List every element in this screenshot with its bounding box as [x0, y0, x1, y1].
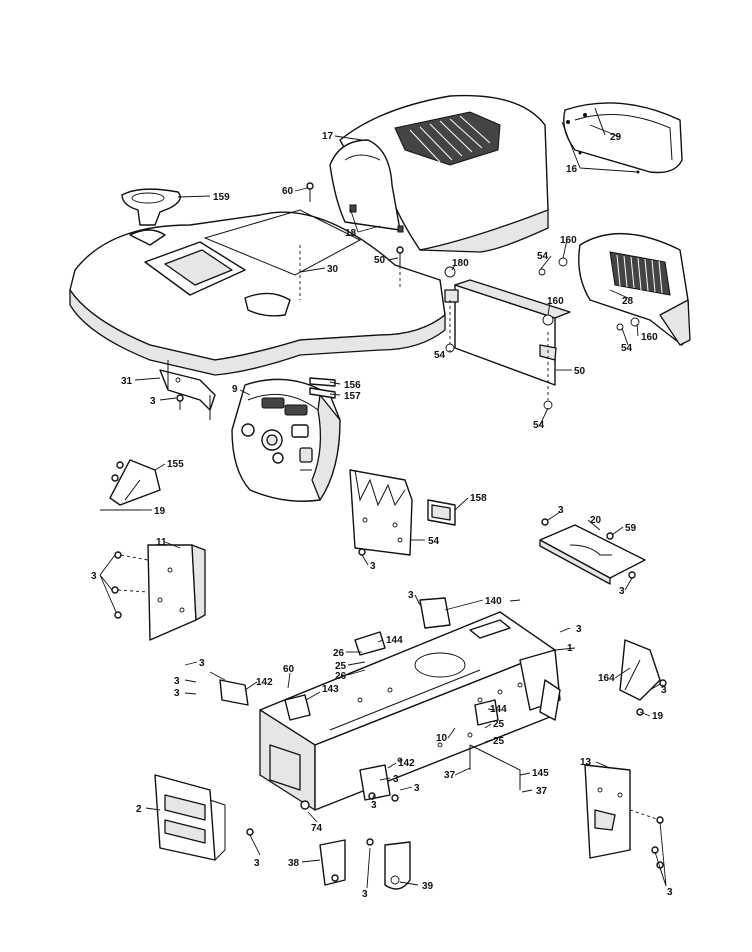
bracket-right: [619, 639, 667, 716]
side-hardware: [444, 257, 640, 410]
callout-3j: 3: [661, 685, 667, 696]
callout-54d: 54: [533, 420, 545, 431]
callout-60: 60: [282, 186, 294, 197]
callout-155: 155: [167, 459, 184, 470]
callout-26b: 26: [335, 671, 347, 682]
callout-156: 156: [344, 380, 361, 391]
callout-59: 59: [625, 523, 637, 534]
callout-3e: 3: [91, 571, 97, 582]
callout-25a: 25: [335, 661, 347, 672]
hood-vent-slots: [394, 111, 501, 166]
callout-3m: 3: [371, 800, 377, 811]
cup-holder: [121, 188, 181, 226]
callout-3l: 3: [393, 774, 399, 785]
callout-16: 16: [566, 164, 578, 175]
switch: [427, 499, 456, 526]
callout-25c: 25: [493, 736, 505, 747]
callout-50b: 50: [574, 366, 586, 377]
leader-lines: [99, 121, 667, 889]
bracket-39: [366, 838, 411, 890]
dash-panel: [231, 377, 341, 502]
callout-3f: 3: [408, 590, 414, 601]
callout-3n: 3: [414, 783, 420, 794]
hood-screws: [306, 182, 404, 266]
callout-160b: 160: [547, 296, 564, 307]
hood: [329, 94, 549, 253]
callout-140: 140: [485, 596, 502, 607]
callout-145: 145: [532, 768, 549, 779]
callout-50: 50: [374, 255, 386, 266]
callout-3h: 3: [199, 658, 205, 669]
callout-29: 29: [610, 132, 622, 143]
frame-brackets: [219, 631, 499, 801]
callout-3a: 3: [150, 396, 156, 407]
callout-180: 180: [452, 258, 469, 269]
callout-37a: 37: [444, 770, 456, 781]
grille-top: [563, 102, 683, 174]
callout-3g: 3: [576, 624, 582, 635]
callout-3i: 3: [174, 676, 180, 687]
rod: [469, 744, 521, 790]
callout-3d: 3: [619, 586, 625, 597]
callout-11: 11: [156, 537, 167, 548]
callout-160: 160: [560, 235, 577, 246]
side-panel: [444, 279, 571, 400]
callout-3b: 3: [370, 561, 376, 572]
callout-143: 143: [322, 684, 339, 695]
callout-3c: 3: [558, 505, 564, 516]
callout-158: 158: [470, 493, 487, 504]
callout-19a: 19: [154, 506, 166, 517]
callout-2: 2: [136, 804, 142, 815]
callout-28: 28: [622, 296, 634, 307]
console-bracket: [349, 469, 413, 556]
callout-74: 74: [311, 823, 323, 834]
callout-20: 20: [590, 515, 602, 526]
callout-31: 31: [121, 376, 133, 387]
callout-159: 159: [213, 192, 230, 203]
fender-bracket: [159, 360, 216, 420]
callout-142b: 142: [398, 758, 415, 769]
callout-37b: 37: [536, 786, 548, 797]
front-bolts: [300, 792, 399, 810]
callout-54c: 54: [434, 350, 446, 361]
callout-157: 157: [344, 391, 361, 402]
callout-30: 30: [327, 264, 339, 275]
fender: [69, 209, 446, 376]
plate: [539, 518, 646, 585]
callout-60b: 60: [283, 664, 295, 675]
callout-labels: 17 29 16 159 60 18 30 50 54 160 180 28 1…: [91, 131, 673, 900]
bracket-38: [319, 839, 346, 886]
callout-25b: 25: [493, 719, 505, 730]
callout-9: 9: [232, 384, 238, 395]
callout-1: 1: [567, 643, 573, 654]
callout-17: 17: [322, 131, 334, 142]
callout-13: 13: [580, 757, 592, 768]
callout-26a: 26: [333, 648, 345, 659]
callout-39: 39: [422, 881, 434, 892]
grille-slots: [609, 251, 671, 296]
callout-3k: 3: [174, 688, 180, 699]
callout-38: 38: [288, 858, 300, 869]
callout-54b: 54: [621, 343, 633, 354]
bracket-left: [100, 459, 161, 511]
callout-54: 54: [537, 251, 549, 262]
side-plate-right: [584, 764, 664, 869]
callout-3q: 3: [667, 887, 673, 898]
callout-18: 18: [345, 228, 357, 239]
callout-160c: 160: [641, 332, 658, 343]
callout-142a: 142: [256, 677, 273, 688]
grille: [578, 232, 691, 346]
callout-10: 10: [436, 733, 448, 744]
front-plate: [154, 774, 254, 861]
callout-19b: 19: [652, 711, 664, 722]
callout-54e: 54: [428, 536, 440, 547]
side-plate-left: [111, 544, 206, 641]
callout-144b: 144: [490, 704, 507, 715]
callout-3o: 3: [254, 858, 260, 869]
callout-3p: 3: [362, 889, 368, 900]
callout-144a: 144: [386, 635, 403, 646]
callout-164: 164: [598, 673, 615, 684]
